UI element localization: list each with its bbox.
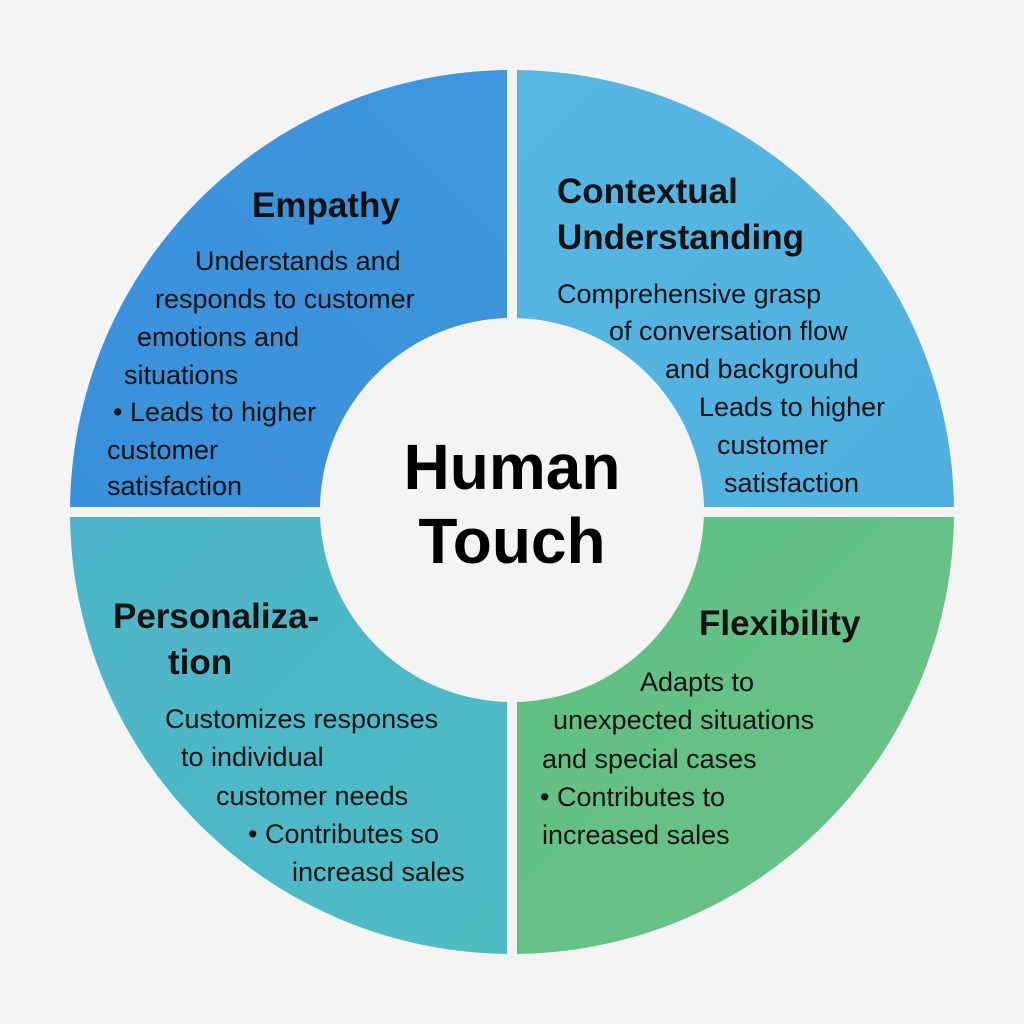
center-title-line1: Human (403, 431, 621, 503)
empathy-text-line: emotions and (137, 322, 300, 352)
empathy-text-line: responds to customer (155, 284, 415, 314)
empathy-bullet-line: • Leads to higher (113, 397, 317, 427)
personalization-text-line: customer needs (216, 781, 409, 811)
contextual-text-line: customer (717, 430, 829, 460)
contextual-title-line1: Contextual (557, 172, 738, 211)
contextual-text-line: Leads to higher (699, 392, 886, 422)
center-circle (320, 318, 704, 702)
personalization-text-line: increasd sales (292, 857, 465, 887)
empathy-text-line: satisfaction (107, 471, 243, 501)
contextual-text-line: of conversation flow (609, 316, 848, 346)
contextual-text-line: Comprehensive grasp (557, 279, 822, 309)
flexibility-title: Flexibility (699, 604, 861, 643)
flexibility-text-line: Adapts to (640, 667, 755, 697)
personalization-title-line1: Personaliza- (113, 597, 320, 636)
personalization-text-line: Customizes responses (165, 704, 439, 734)
flexibility-bullet-line: • Contributes to (540, 782, 726, 812)
contextual-text-line: satisfaction (724, 468, 860, 498)
empathy-text-line: customer (107, 435, 219, 465)
contextual-text-line: and backgrouhd (665, 354, 859, 384)
empathy-title: Empathy (252, 186, 400, 225)
flexibility-text-line: and special cases (542, 744, 757, 774)
center-title-line2: Touch (418, 505, 606, 577)
empathy-text-line: situations (124, 360, 239, 390)
personalization-text-line: to individual (181, 742, 324, 772)
empathy-text-line: Understands and (195, 246, 401, 276)
personalization-title-line2: tion (168, 643, 233, 682)
flexibility-text-line: increased sales (542, 820, 730, 850)
flexibility-text-line: unexpected situations (553, 705, 815, 735)
contextual-title-line2: Understanding (557, 218, 804, 257)
personalization-bullet-line: • Contributes so (248, 819, 440, 849)
